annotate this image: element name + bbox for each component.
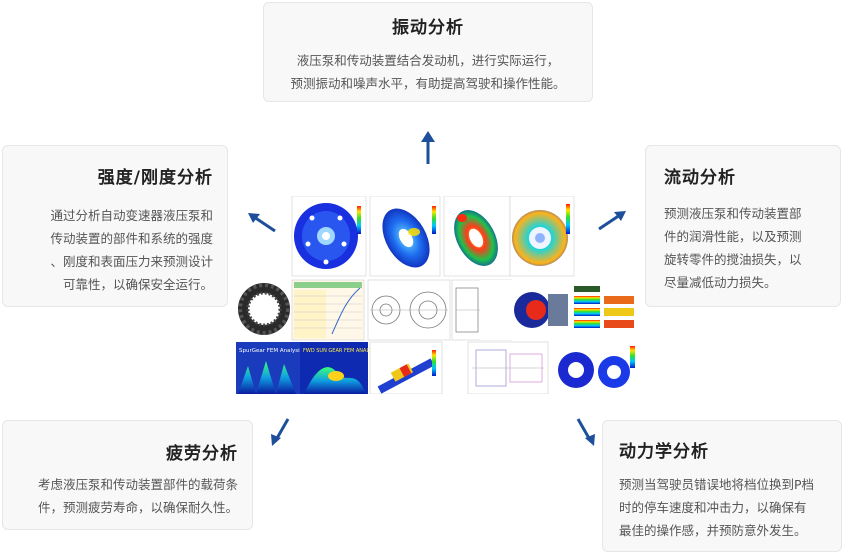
strength-stiffness-analysis-title: 强度/刚度分析 — [97, 168, 213, 188]
spur-gear-fem-panel: SpurGear FEM Analysis — [236, 342, 303, 394]
disk-panel-4 — [509, 196, 575, 277]
desc-line: 时的停车速度和冲击力，以确保有 — [619, 500, 807, 515]
desc-line: 件的润滑性能，以及预测 — [664, 229, 802, 244]
simulation-collage-image: SpurGear FEM Analysis FWD SUN GEAR FEM A… — [236, 196, 640, 394]
flow-analysis-card: 流动分析 预测液压泵和传动装置部 件的润滑性能，以及预测 旋转零件的搅油损失，以… — [645, 145, 841, 307]
gear-ring-panel — [236, 280, 292, 338]
drawing-panel — [367, 279, 451, 341]
desc-line: 旋转零件的搅油损失，以 — [664, 252, 802, 267]
fwd-sun-gear-fem-panel: FWD SUN GEAR FEM ANALYSIS — [300, 342, 379, 394]
fatigue-analysis-card: 疲劳分析 考虑液压泵和传动装置部件的载荷条 件，预测疲劳寿命，以确保耐久性。 — [2, 420, 253, 530]
fatigue-analysis-desc: 考虑液压泵和传动装置部件的载荷条 件，预测疲劳寿命，以确保耐久性。 — [11, 473, 238, 519]
disk-panel-3 — [443, 196, 511, 277]
assembly-drawing-panel — [467, 341, 549, 394]
desc-line: 、刚度和表面压力来预测设计 — [50, 254, 213, 269]
strength-stiffness-analysis-desc: 通过分析自动变速器液压泵和 传动装置的部件和系统的强度 、刚度和表面压力来预测设… — [13, 204, 213, 296]
arrow-down-left-icon — [271, 418, 290, 446]
dynamics-analysis-card: 动力学分析 预测当驾驶员错误地将档位换到P档 时的停车速度和冲击力，以确保有 最… — [602, 420, 842, 552]
spur-gear-label: SpurGear FEM Analysis — [239, 348, 303, 354]
strength-stiffness-analysis-card: 强度/刚度分析 通过分析自动变速器液压泵和 传动装置的部件和系统的强度 、刚度和… — [2, 145, 228, 307]
vibration-analysis-card: 振动分析 液压泵和传动装置结合发动机，进行实际运行， 预测振动和噪声水平，有助提… — [263, 2, 593, 102]
desc-line: 通过分析自动变速器液压泵和 — [50, 208, 213, 223]
pump-cfd-panel — [480, 280, 640, 340]
desc-line: 最佳的操作感，并预防意外发生。 — [619, 523, 807, 538]
desc-line: 件，预测疲劳寿命，以确保耐久性。 — [37, 500, 238, 515]
arrow-down-right-icon — [576, 418, 595, 446]
arrow-up-icon — [421, 131, 435, 164]
flow-analysis-desc: 预测液压泵和传动装置部 件的润滑性能，以及预测 旋转零件的搅油损失，以 尽量减低… — [664, 202, 832, 294]
desc-line: 考虑液压泵和传动装置部件的载荷条 — [37, 477, 238, 492]
fatigue-analysis-title: 疲劳分析 — [166, 444, 238, 464]
desc-line: 预测当驾驶员错误地将档位换到P档 — [619, 477, 815, 492]
desc-line: 可靠性，以确保安全运行。 — [62, 277, 213, 292]
desc-line: 液压泵和传动装置结合发动机，进行实际运行， — [296, 53, 560, 68]
desc-line: 预测液压泵和传动装置部 — [664, 206, 802, 221]
flow-analysis-title: 流动分析 — [664, 168, 736, 188]
desc-line: 尽量减低动力损失。 — [664, 275, 777, 290]
vibration-analysis-title: 振动分析 — [392, 18, 464, 38]
data-table-panel — [291, 279, 365, 341]
arrow-up-left-icon — [248, 213, 276, 233]
vibration-analysis-desc: 液压泵和传动装置结合发动机，进行实际运行， 预测振动和噪声水平，有助提高驾驶和操… — [274, 49, 582, 95]
desc-line: 预测振动和噪声水平，有助提高驾驶和操作性能。 — [290, 76, 566, 91]
pump-stress-panel — [550, 342, 640, 394]
disk-panel-2 — [369, 196, 441, 277]
fwd-gear-label: FWD SUN GEAR FEM ANALYSIS — [303, 348, 379, 354]
arrow-up-right-icon — [598, 211, 626, 231]
shaft-stress-panel — [369, 341, 443, 394]
dynamics-analysis-title: 动力学分析 — [619, 442, 709, 462]
dynamics-analysis-desc: 预测当驾驶员错误地将档位换到P档 时的停车速度和冲击力，以确保有 最佳的操作感，… — [619, 473, 835, 542]
desc-line: 传动装置的部件和系统的强度 — [50, 231, 213, 246]
disk-panel-1 — [291, 196, 367, 277]
